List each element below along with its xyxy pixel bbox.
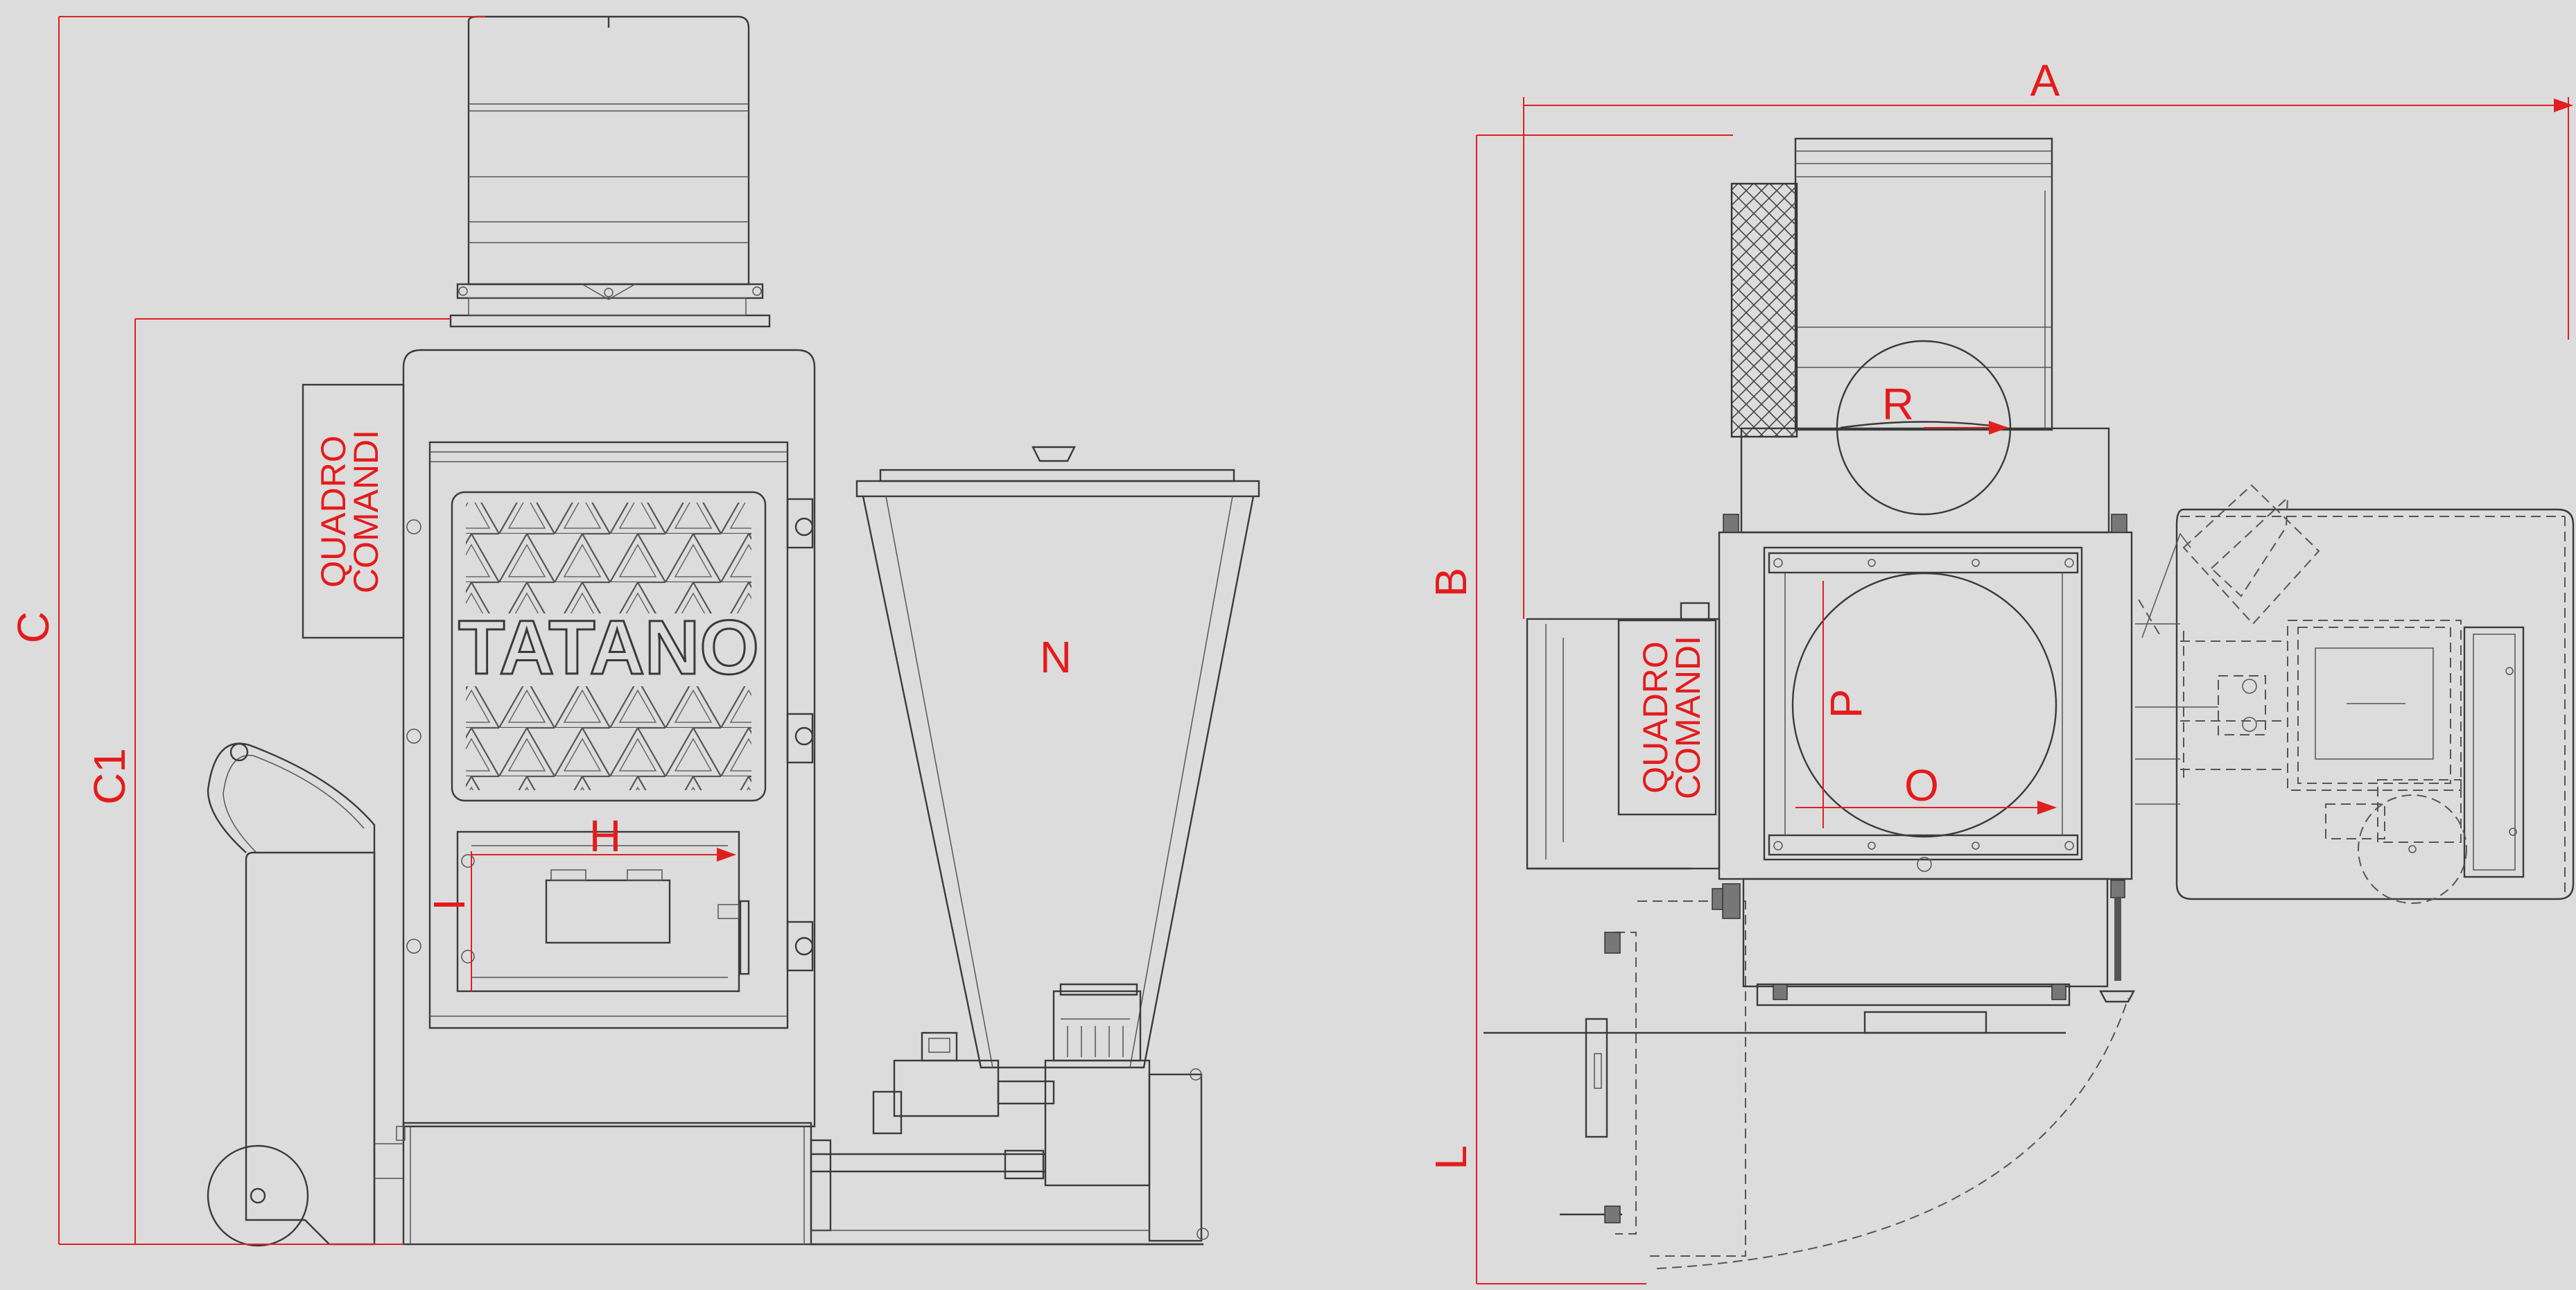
- dim-c1-label: C1: [85, 748, 134, 805]
- side-handle-top: [1722, 880, 2135, 1003]
- front-dimensions: C C1 H I: [8, 16, 736, 1245]
- dim-r-label: R: [1882, 379, 1914, 429]
- dim-l-label: L: [1426, 1145, 1476, 1170]
- dim-n-label: N: [1040, 632, 1072, 682]
- dim-b-label: B: [1426, 568, 1476, 598]
- top-view: QUADRO COMANDI: [1426, 55, 2575, 1284]
- brand-logo: TATANO: [458, 605, 759, 690]
- top-panel-label-line1: QUADRO: [1636, 641, 1675, 793]
- boiler-body: [402, 349, 816, 1246]
- top-dimensions: A B L R P O: [1426, 55, 2573, 1284]
- door-swing: [1560, 888, 2129, 1269]
- panel-label-line1: QUADRO: [314, 435, 353, 587]
- panel-label-line2: COMANDI: [347, 430, 385, 593]
- control-panel-top: QUADRO COMANDI: [1526, 602, 1721, 870]
- dim-h-label: H: [589, 811, 621, 861]
- auger-feeder: [810, 983, 1209, 1246]
- top-chimney: [449, 15, 771, 328]
- dim-o-label: O: [1904, 760, 1939, 810]
- feeder-top: [2135, 484, 2575, 904]
- boiler-top-body: [1483, 514, 2133, 1034]
- dim-a-label: A: [2030, 55, 2060, 105]
- pellet-hopper: N: [855, 446, 1260, 1069]
- control-panel-front: QUADRO COMANDI: [302, 383, 405, 639]
- dim-p-label: P: [1821, 689, 1871, 719]
- dim-c-label: C: [8, 611, 58, 643]
- handle-trolley: [207, 742, 406, 1247]
- door-hinges: [406, 498, 814, 972]
- dim-i-label: I: [424, 898, 474, 911]
- ash-door: [456, 830, 750, 993]
- top-chimney-box: [1730, 137, 2110, 534]
- front-grille: TATANO: [451, 491, 767, 802]
- top-panel-label-line2: COMANDI: [1669, 636, 1707, 799]
- front-view: TATANO: [8, 15, 1260, 1247]
